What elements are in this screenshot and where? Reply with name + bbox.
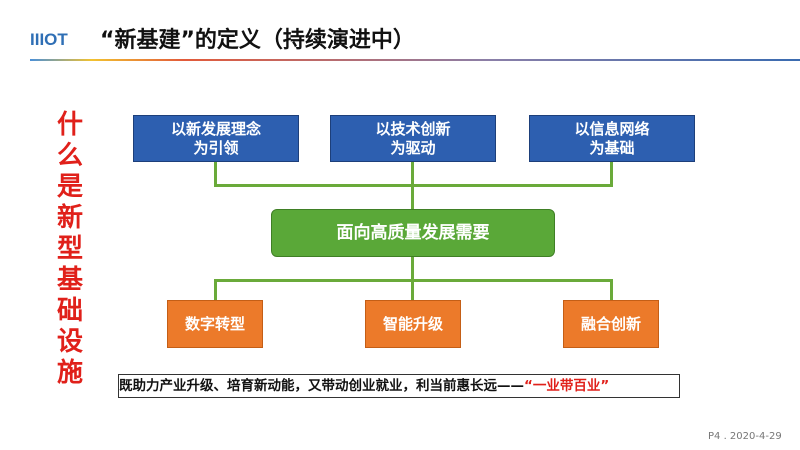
principle-box-tech-innovation: 以技术创新为驱动 — [330, 115, 496, 162]
side-title: 什么是新型基础设施 — [56, 110, 83, 388]
box-line: 以技术创新 — [375, 119, 451, 138]
summary-note: 既助力产业升级、培育新动能，又带动创业就业，利当前惠长远——“一业带百业” — [118, 374, 680, 398]
box-line: 为引领 — [193, 138, 239, 157]
principle-box-new-development: 以新发展理念为引领 — [133, 115, 299, 162]
note-highlight: “一业带百业” — [524, 378, 610, 394]
principle-box-info-network: 以信息网络为基础 — [529, 115, 695, 162]
connector — [214, 184, 613, 187]
outcome-box-fusion: 融合创新 — [563, 300, 659, 348]
box-line: 以新发展理念 — [170, 119, 261, 138]
page-footer: P4 . 2020-4-29 — [708, 431, 782, 442]
outcome-box-digital: 数字转型 — [167, 300, 263, 348]
connector — [214, 160, 217, 186]
title-divider — [30, 59, 800, 61]
slide-title: “新基建”的定义（持续演进中） — [100, 28, 415, 53]
connector — [610, 160, 613, 186]
outcome-box-intelligent: 智能升级 — [365, 300, 461, 348]
connector — [411, 279, 414, 301]
connector — [411, 255, 414, 281]
box-line: 以信息网络 — [574, 119, 650, 138]
iiot-logo: IIIOT — [30, 30, 68, 49]
center-goal-box: 面向高质量发展需要 — [271, 209, 555, 257]
connector — [214, 279, 217, 301]
note-text: 既助力产业升级、培育新动能，又带动创业就业，利当前惠长远—— — [119, 378, 524, 394]
connector — [610, 279, 613, 301]
box-line: 为驱动 — [390, 138, 436, 157]
box-line: 为基础 — [589, 138, 635, 157]
